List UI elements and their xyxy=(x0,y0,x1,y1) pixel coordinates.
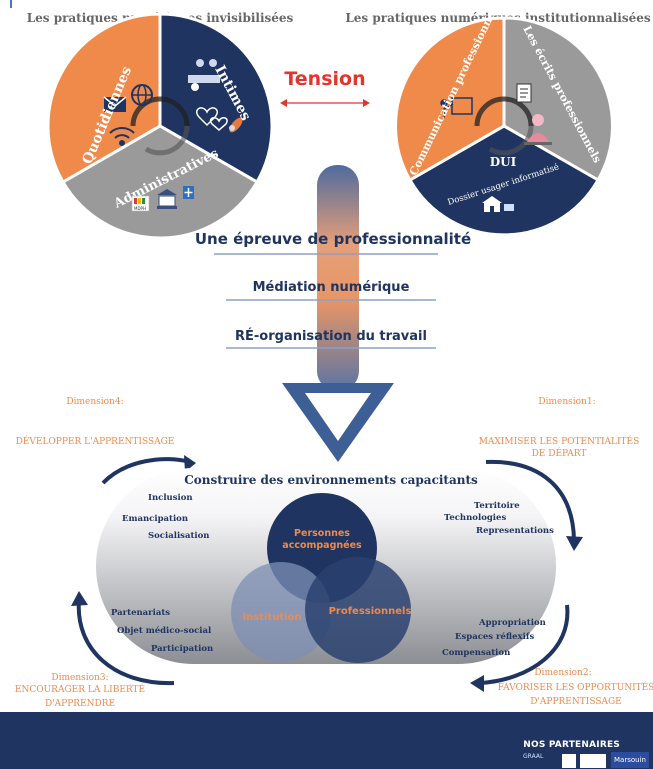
document-icon xyxy=(516,83,532,103)
step-1-label: Une épreuve de professionnalité xyxy=(195,230,471,248)
venn-circle-professionnels xyxy=(305,557,411,663)
right-wheel: Communication professionnelle Les écrits… xyxy=(394,0,614,237)
dimension-4-text: DÉVELOPPER L'APPRENTISSAGE xyxy=(16,435,175,447)
dimension-1-line1: MAXIMISER LES POTENTIALITÉS xyxy=(479,435,640,447)
dimension-2-line2: D'APPRENTISSAGE xyxy=(530,697,622,707)
step-1: Une épreuve de professionnalité xyxy=(195,230,471,255)
corner-mark xyxy=(10,0,12,8)
dimension-1-title: Dimension1: xyxy=(538,397,595,407)
item-espaces-reflexifs: Espaces réflexifs xyxy=(455,631,534,642)
central-arrow xyxy=(282,165,394,462)
arrowhead-top-left xyxy=(184,455,196,472)
partner-logo-small xyxy=(562,754,576,768)
item-representations: Representations xyxy=(476,526,554,536)
arrowhead-bottom-right xyxy=(470,675,484,692)
venn-label-personnes-line2: accompagnées xyxy=(282,540,362,551)
house-computer-icon xyxy=(482,196,514,212)
envelope-icon xyxy=(103,96,127,112)
venn-label-institution: Institution xyxy=(242,612,301,623)
tension-label: Tension xyxy=(284,68,365,90)
step-2: Médiation numérique xyxy=(226,280,436,301)
capsule-title: Construire des environnements capacitant… xyxy=(184,473,478,487)
dimension-3-line1: ENCOURAGER LA LIBERTÉ xyxy=(15,683,145,695)
item-partenariats: Partenariats xyxy=(111,608,170,618)
item-territoire: Territoire xyxy=(474,501,520,511)
venn-label-professionnels: Professionnels xyxy=(329,606,412,617)
step-3: RÉ-organisation du travail xyxy=(226,328,436,349)
item-appropriation: Appropriation xyxy=(478,618,546,628)
venn-diagram: Personnes accompagnées Institution Profe… xyxy=(231,493,411,663)
arrow-top-left xyxy=(101,457,191,485)
dimension-4-title: Dimension4: xyxy=(66,397,123,407)
dimension-3-title: Dimension3: xyxy=(51,673,108,683)
item-inclusion: Inclusion xyxy=(148,493,193,503)
venn-circle-institution xyxy=(231,562,331,662)
dimension-3: Dimension3: ENCOURAGER LA LIBERTÉ D'APPR… xyxy=(15,673,145,709)
people-icon xyxy=(188,59,220,91)
arrowhead-top-right xyxy=(566,536,583,551)
tension-double-arrow xyxy=(280,99,370,107)
globe-icon xyxy=(131,84,153,106)
arrow-bottom-right xyxy=(479,604,570,685)
partner-logo-graal: GRAAL xyxy=(523,753,544,760)
arrow-top-right xyxy=(485,459,576,541)
mdph-logo-icon: MDPH xyxy=(131,195,150,212)
item-objet-medico-social: Objet médico-social xyxy=(117,625,212,636)
venn-label-personnes-line1: Personnes xyxy=(294,528,350,539)
step-2-label: Médiation numérique xyxy=(253,280,410,295)
wheel-segment-administratives xyxy=(60,124,260,240)
partners-title: NOS PARTENAIRES xyxy=(523,740,620,750)
label-dui: DUI xyxy=(490,155,517,169)
partner-logo-white xyxy=(580,754,606,768)
cycle-arrows xyxy=(76,457,576,686)
dimension-3-line2: D'APPRENDRE xyxy=(45,699,115,709)
woman-writing-icon xyxy=(524,114,552,145)
dimension-1-line2: DE DÉPART xyxy=(532,447,587,459)
step-3-label: RÉ-organisation du travail xyxy=(235,328,427,344)
wheel-segment-communication xyxy=(394,16,506,183)
dimension-1: Dimension1: MAXIMISER LES POTENTIALITÉS … xyxy=(479,397,640,459)
presenter-icon xyxy=(440,97,473,118)
partner-logo-marsouin: Marsouin xyxy=(611,752,649,768)
snowflake-icon xyxy=(183,186,194,199)
arrow-bottom-left xyxy=(76,599,175,686)
bank-icon xyxy=(157,189,177,209)
dimension-2-line1: FAVORISER LES OPPORTUNITÉS xyxy=(498,681,653,693)
item-participation: Participation xyxy=(151,644,213,654)
left-wheel: Quotidiennes Intimes Administratives MDP… xyxy=(46,12,274,240)
wheel-segment-intimes xyxy=(158,12,274,185)
item-emancipation: Emancipation xyxy=(122,514,188,524)
item-socialisation: Socialisation xyxy=(148,531,209,541)
arrowhead-bottom-left xyxy=(71,591,88,606)
partners-footer: NOS PARTENAIRES GRAAL Marsouin xyxy=(0,712,653,769)
rocket-icon xyxy=(229,117,243,133)
dimension-2: Dimension2: FAVORISER LES OPPORTUNITÉS D… xyxy=(498,668,653,707)
wifi-icon xyxy=(109,127,135,146)
item-technologies: Technologies xyxy=(444,513,506,523)
hearts-icon xyxy=(195,107,228,131)
dimension-2-title: Dimension2: xyxy=(534,668,591,678)
item-compensation: Compensation xyxy=(442,648,510,658)
dimension-4: Dimension4: DÉVELOPPER L'APPRENTISSAGE xyxy=(16,397,175,447)
mdph-logo-text: MDPH xyxy=(134,206,146,211)
